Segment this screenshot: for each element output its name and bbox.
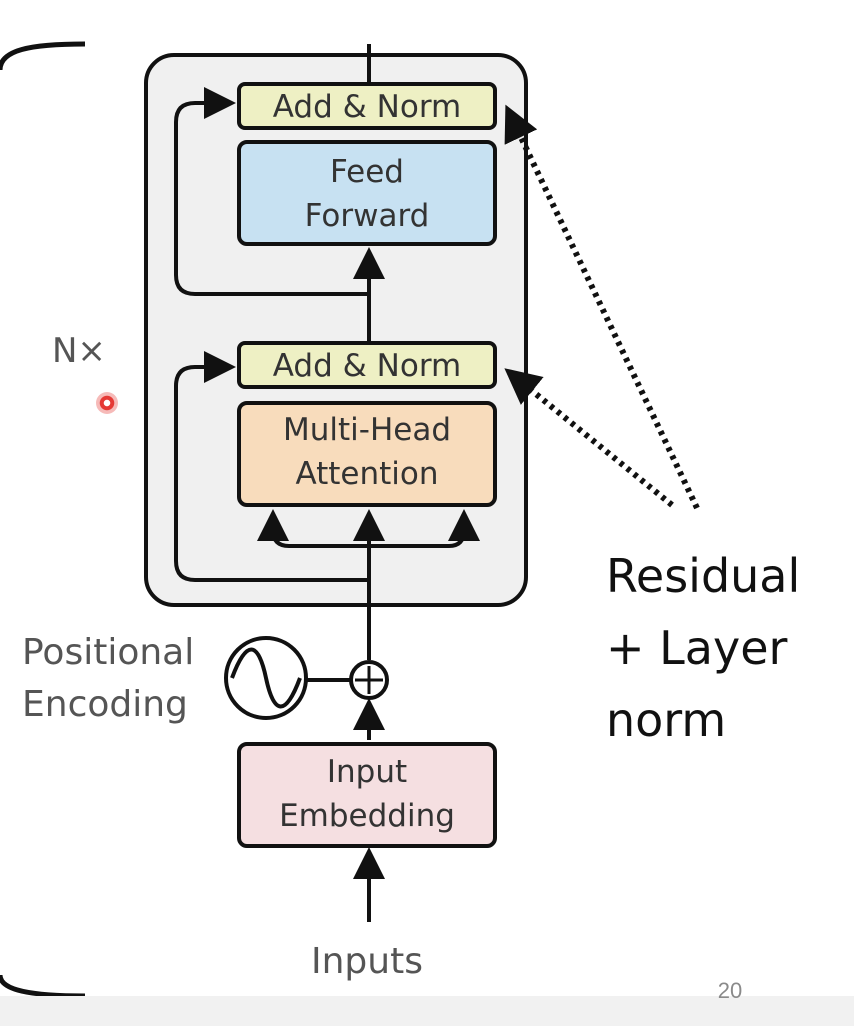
- feed-forward-block: [237, 140, 497, 246]
- annotation-line-1: Residual: [606, 549, 801, 603]
- residual-path-bottom: [174, 351, 369, 582]
- sine-wave-curve: [230, 647, 302, 709]
- dotted-pointer-bottom: [504, 368, 674, 508]
- multi-head-attention-block: [237, 401, 497, 507]
- inputs-label: Inputs: [311, 941, 423, 982]
- repeat-label: N×: [52, 331, 106, 371]
- add-norm-bottom-label: Add & Norm: [273, 348, 461, 384]
- input-embedding-label-line1: Input: [327, 754, 407, 790]
- laser-pointer-dot: [96, 392, 118, 414]
- residual-annotation: Residual + Layer norm: [606, 540, 800, 756]
- add-norm-top-label: Add & Norm: [273, 89, 461, 125]
- residual-path-top: [174, 87, 369, 296]
- slide-footer-bar: [0, 996, 854, 1026]
- page-number: 20: [717, 978, 743, 1003]
- positional-encoding-label-line1: Positional: [22, 632, 194, 673]
- input-embedding-block: [237, 742, 497, 848]
- multi-head-attention-label-line2: Attention: [295, 456, 438, 492]
- annotation-line-2: + Layer: [606, 621, 788, 675]
- annotation-line-3: norm: [606, 693, 727, 747]
- encoder-panel: [144, 53, 528, 607]
- input-embedding-label-line2: Embedding: [279, 798, 455, 834]
- feed-forward-label-line1: Feed: [330, 154, 404, 190]
- add-norm-top-block: [237, 82, 497, 130]
- feed-forward-label-line2: Forward: [305, 198, 430, 234]
- dotted-pointer-top: [504, 104, 700, 510]
- left-bracket: [0, 41, 86, 999]
- add-norm-bottom-block: [237, 341, 497, 389]
- multi-head-attention-label-line1: Multi-Head: [283, 412, 451, 448]
- positional-encoding-label-line2: Encoding: [22, 684, 188, 725]
